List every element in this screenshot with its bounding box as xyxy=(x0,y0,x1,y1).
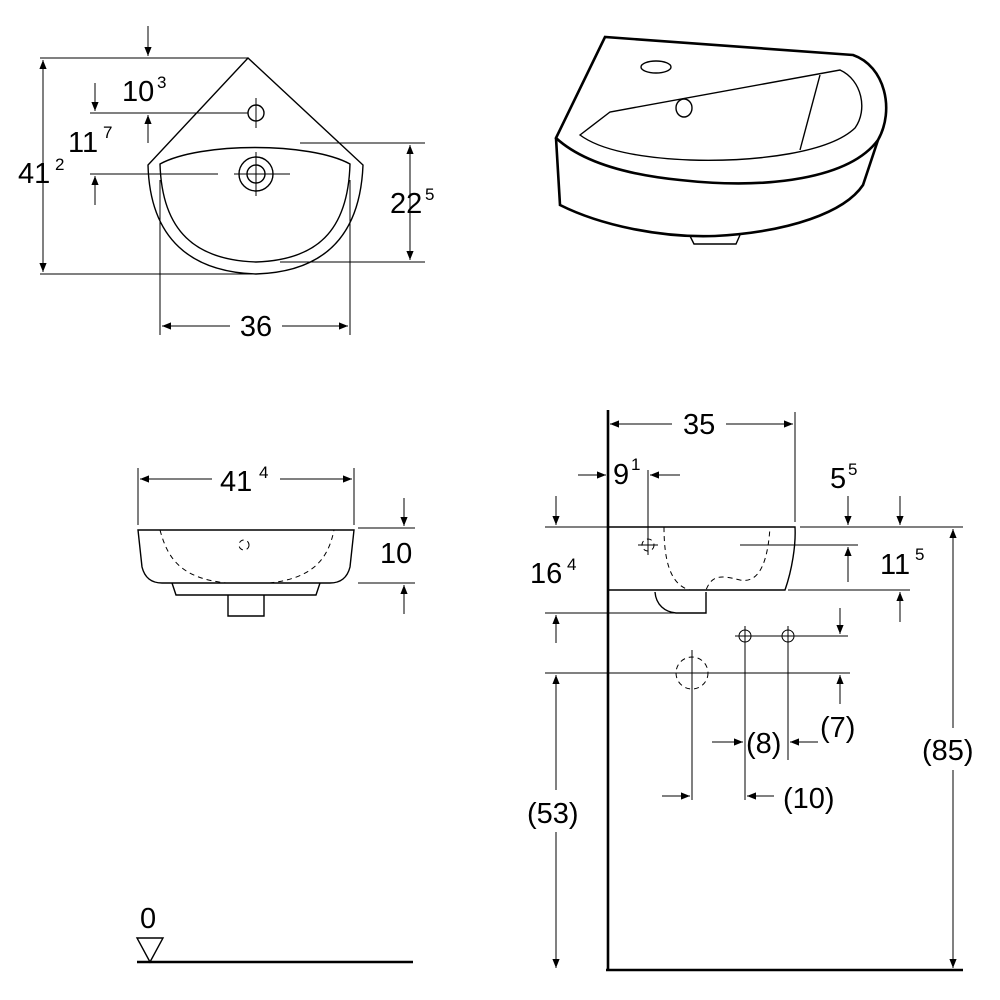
label-floor-zero: 0 xyxy=(140,903,156,935)
label-rim-offset-main: 5 xyxy=(830,463,846,495)
label-hole-offset-sup: 3 xyxy=(157,73,166,92)
perspective-bowl xyxy=(578,69,863,161)
label-drain-offset-main: 11 xyxy=(68,127,98,159)
label-bowl-height-main: 16 xyxy=(530,558,562,590)
front-drain xyxy=(238,539,250,551)
label-hole-offset-main: 10 xyxy=(122,76,154,108)
side-basin-waste xyxy=(654,591,707,614)
label-front-width-sup: 4 xyxy=(259,463,268,482)
perspective-body xyxy=(554,137,880,238)
label-depth-main: 22 xyxy=(390,188,422,220)
label-waste-to-valve: (10) xyxy=(783,783,835,815)
floor-datum: 0 xyxy=(135,903,413,964)
top-view-bowl xyxy=(159,146,351,263)
label-bowl-height-sup: 4 xyxy=(567,555,576,574)
label-height-sup: 2 xyxy=(55,155,64,174)
front-waste xyxy=(227,595,265,617)
label-tap-offset-main: 9 xyxy=(613,459,629,491)
side-basin-hidden xyxy=(663,526,771,591)
label-width: 36 xyxy=(240,311,272,343)
floor-level-marker xyxy=(135,937,165,964)
label-rim-height: (85) xyxy=(922,735,974,767)
label-trap-drop-sup: 5 xyxy=(915,545,924,564)
side-basin xyxy=(608,526,796,591)
label-front-height: 10 xyxy=(380,538,412,570)
side-view: 35 9 1 5 5 16 4 11 5 (7) (8) (10) xyxy=(525,409,984,972)
perspective-waste xyxy=(689,234,741,245)
front-pedestal xyxy=(171,582,321,596)
label-valve-spacing: (8) xyxy=(746,728,781,760)
perspective-drain xyxy=(675,98,693,118)
label-trap-drop-main: 11 xyxy=(880,549,910,581)
label-drain-offset-sup: 7 xyxy=(103,123,112,142)
label-valve-drop: (7) xyxy=(820,712,855,744)
top-view: 41 2 10 3 11 7 22 5 36 xyxy=(18,26,434,343)
label-waste-height: (53) xyxy=(527,798,579,830)
label-front-width-main: 41 xyxy=(220,466,252,498)
perspective-view xyxy=(554,35,888,245)
front-view: 41 4 10 xyxy=(137,463,415,617)
label-tap-offset-sup: 1 xyxy=(631,455,640,474)
perspective-rim xyxy=(554,35,888,185)
label-height-main: 41 xyxy=(18,158,50,190)
front-bowl-hidden xyxy=(159,529,335,584)
label-rim-offset-sup: 5 xyxy=(848,460,857,479)
label-side-depth: 35 xyxy=(683,409,715,441)
perspective-tap-hole xyxy=(640,60,672,74)
front-outline xyxy=(137,529,355,584)
label-depth-sup: 5 xyxy=(425,185,434,204)
